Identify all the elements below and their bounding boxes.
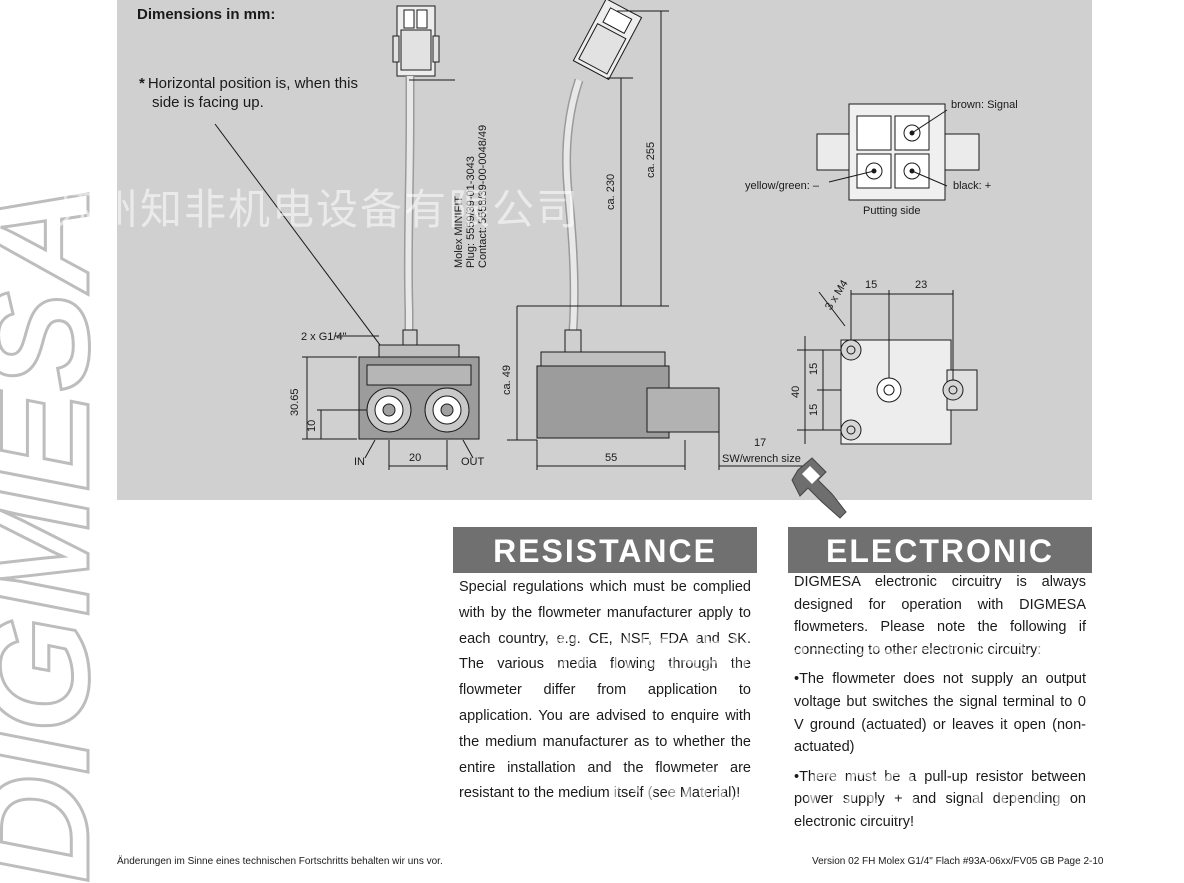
footer-version: Version 02 FH Molex G1/4" Flach #93A-06x… <box>812 856 1104 867</box>
dim-49: ca. 49 <box>501 365 513 395</box>
cable-gland <box>402 329 418 347</box>
dim-55: 55 <box>605 452 618 464</box>
side-connector <box>572 0 643 81</box>
pin-brown-label: brown: Signal <box>951 99 1018 111</box>
brand-text: DIGMESA <box>0 183 115 883</box>
resistance-title: RESISTANCE <box>453 527 757 573</box>
dim-15-top: 15 <box>865 279 878 291</box>
thread-label: 2 x G1/4" <box>301 331 347 343</box>
front-body-top <box>378 344 460 358</box>
connector-spec: Molex MINIFIT Plug: 5559/39-01-3043 Cont… <box>453 124 489 268</box>
dim-230: ca. 230 <box>605 173 617 210</box>
dim-40: 40 <box>790 385 802 398</box>
dim-23: 23 <box>915 279 928 291</box>
dimensions-title: Dimensions in mm: <box>137 6 276 23</box>
dim-20: 20 <box>409 452 422 464</box>
brand-side-logo: DIGMESA <box>0 0 115 883</box>
pin-yellow-label: yellow/green: – <box>745 180 819 192</box>
dim-15-upper: 15 <box>808 362 820 375</box>
wrench-size-label: SW/wrench size <box>722 453 801 465</box>
putting-side-label: Putting side <box>863 205 921 217</box>
pin-connector <box>816 103 980 201</box>
electronic-text: DIGMESA electronic circuitry is always d… <box>794 574 1086 830</box>
dim-255: ca. 255 <box>645 141 657 178</box>
footer-disclaimer: Änderungen im Sinne eines technischen Fo… <box>117 856 443 867</box>
electronic-title: ELECTRONIC <box>788 527 1092 573</box>
bottom-view <box>797 290 978 445</box>
orientation-note: *Horizontal position is, when this side … <box>139 75 358 111</box>
electronic-section: ELECTRONIC DIGMESA electronic circuitry … <box>788 527 1092 852</box>
note-leader-line <box>214 123 390 358</box>
dimensions-panel: Dimensions in mm: *Horizontal position i… <box>117 0 1092 500</box>
inlet-label: IN <box>354 456 365 468</box>
dim-30-65: 30.65 <box>289 388 301 416</box>
dim-17: 17 <box>754 437 767 449</box>
dim-15-lower: 15 <box>808 403 820 416</box>
side-port <box>646 387 720 433</box>
pin-black-label: black: + <box>953 180 992 192</box>
front-connector <box>392 5 440 77</box>
dim-10: 10 <box>306 419 318 432</box>
resistance-text: Special regulations which must be compli… <box>459 579 751 802</box>
side-body-top <box>540 351 666 367</box>
outlet-label: OUT <box>461 456 485 468</box>
resistance-section: RESISTANCE Special regulations which mus… <box>453 527 757 852</box>
wrench-icon <box>790 454 856 525</box>
technical-drawing <box>214 0 980 470</box>
